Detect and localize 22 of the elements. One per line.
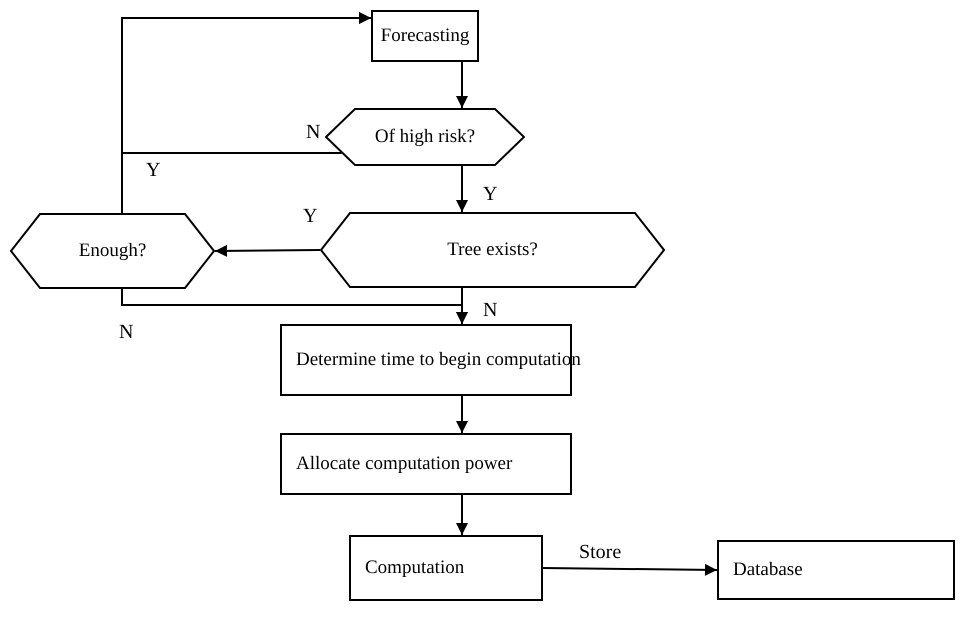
arrow xyxy=(542,564,718,576)
process-box xyxy=(280,433,572,495)
node-label: Forecasting xyxy=(380,25,470,47)
arrow xyxy=(456,396,468,433)
process-box xyxy=(349,535,543,601)
arrow xyxy=(456,62,468,108)
node-label: Allocate computation power xyxy=(296,453,512,475)
arrow xyxy=(456,495,468,535)
node-label: Tree exists? xyxy=(447,239,538,261)
arrow xyxy=(121,12,371,213)
arrow xyxy=(456,166,468,212)
decision-hexagon xyxy=(10,213,215,289)
process-box xyxy=(371,10,479,62)
arrow xyxy=(121,289,468,324)
node-label: Of high risk? xyxy=(374,126,476,148)
decision-hexagon xyxy=(325,108,525,166)
node-label: Computation xyxy=(365,557,464,579)
arrow xyxy=(214,244,320,257)
decision-hexagon xyxy=(320,212,665,288)
node-label: Database xyxy=(733,559,803,581)
process-box xyxy=(717,540,955,600)
node-label: Enough? xyxy=(78,240,146,262)
